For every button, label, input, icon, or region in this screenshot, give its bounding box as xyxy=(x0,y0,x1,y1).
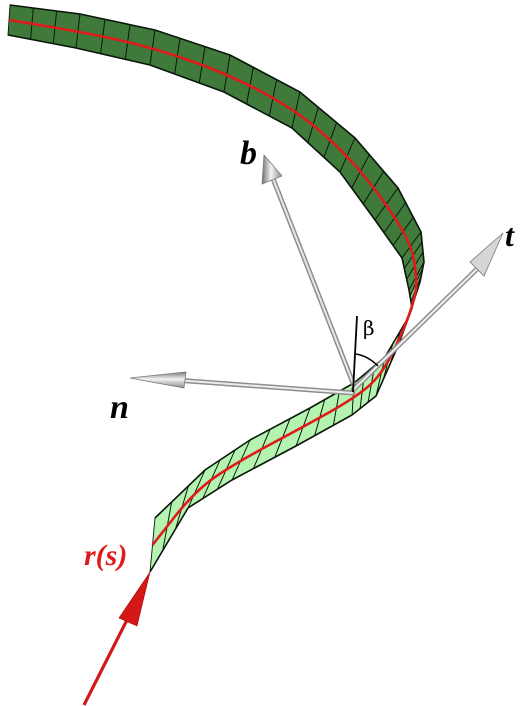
ribbon-lower-edge xyxy=(7,34,413,573)
curve-position-arrow xyxy=(82,571,151,706)
tangent-vector-arrow xyxy=(350,232,504,393)
normal-vector-arrow xyxy=(129,371,356,396)
center-curve xyxy=(8,18,418,546)
binormal-label: b xyxy=(240,135,257,172)
curve-label: r(s) xyxy=(84,539,127,572)
ribbon-upper-edge xyxy=(9,4,425,519)
ribbon-strip xyxy=(7,4,425,573)
normal-label: n xyxy=(110,389,129,426)
beta-angle-marker xyxy=(352,315,379,393)
binormal-vector-arrow xyxy=(261,153,356,386)
tangent-label: t xyxy=(505,217,515,253)
beta-label: β xyxy=(363,316,375,340)
